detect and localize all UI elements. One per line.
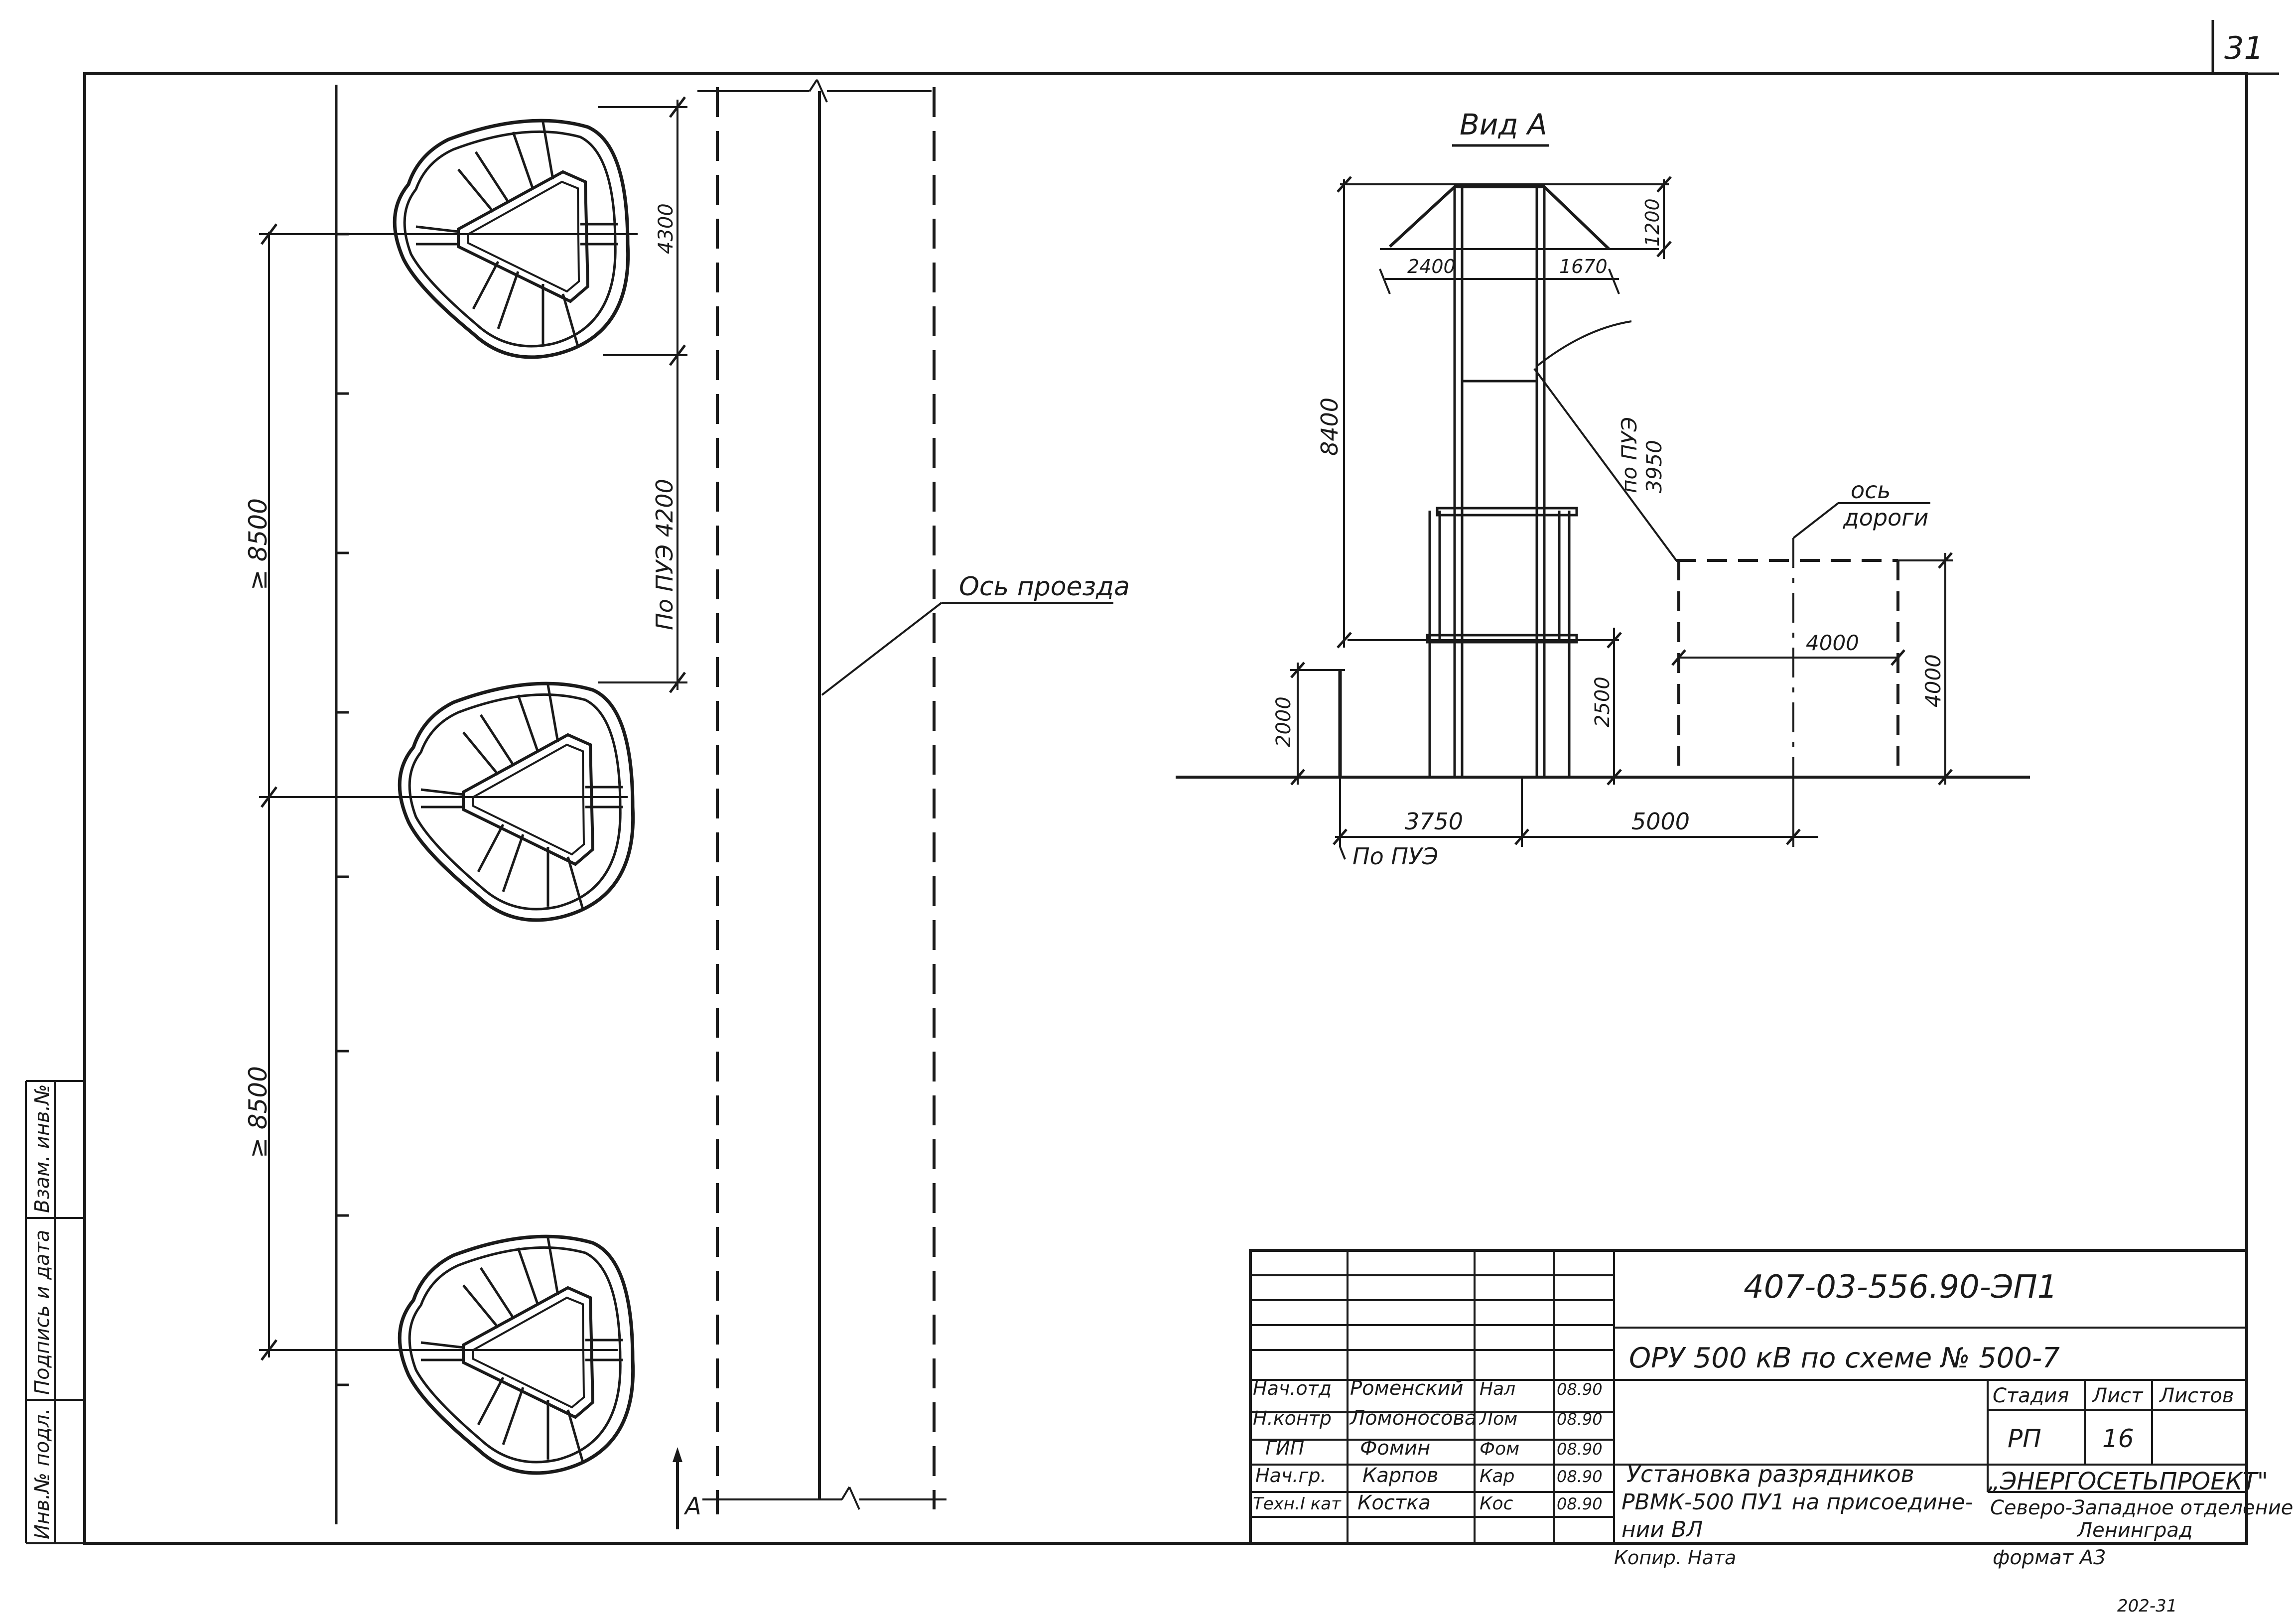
road-axis-label-1: ось [1851, 477, 1891, 504]
format-note: формат А3 [1993, 1546, 2106, 1569]
row-name: Ломоносова [1349, 1407, 1477, 1430]
header-sheets: Листов [2159, 1384, 2234, 1407]
dim-5000: 5000 [1631, 808, 1690, 835]
pue-note: По ПУЭ [1352, 843, 1438, 870]
arrester-unit [393, 119, 630, 359]
row-name: Карпов [1362, 1464, 1439, 1487]
sheet-frame [83, 20, 2279, 1545]
row-signature: Кос [1480, 1493, 1513, 1514]
row-role: ГИП [1265, 1437, 1304, 1459]
section-mark-a: А [683, 1492, 701, 1520]
row-role: Нач.гр. [1255, 1465, 1327, 1486]
dim-3750: 3750 [1405, 808, 1463, 835]
row-date: 08.90 [1557, 1440, 1603, 1459]
org-name: „ЭНЕРГОСЕТЬПРОЕКТ" [1988, 1468, 2268, 1495]
row-date: 08.90 [1557, 1494, 1603, 1513]
page-number: 31 [2224, 30, 2264, 66]
dim-2400: 2400 [1407, 256, 1456, 277]
row-role: Нач.отд [1253, 1377, 1332, 1399]
dim-spacing-top: ≥ 8500 [244, 498, 272, 590]
stamp-podpis-data: Подпись и дата [31, 1230, 54, 1395]
dim-4300: 4300 [655, 203, 677, 254]
row-role: Н.контр [1253, 1407, 1332, 1429]
bottom-corner-text: 202-31 [2117, 1596, 2177, 1616]
row-signature: Нал [1480, 1379, 1515, 1399]
row-date: 08.90 [1557, 1410, 1603, 1429]
view-a-title: Вид А [1460, 108, 1547, 141]
radius-label-2: 3950 [1642, 440, 1666, 493]
dim-2500: 2500 [1591, 676, 1614, 727]
left-stamp [25, 1080, 85, 1544]
dim-4000-vertical: 4000 [1921, 654, 1945, 707]
row-name: Фомин [1360, 1437, 1430, 1460]
dim-1670: 1670 [1559, 256, 1608, 277]
value-stage: РП [2008, 1424, 2041, 1453]
header-stage: Стадия [1993, 1384, 2069, 1407]
stamp-vzam-inv: Взам. инв.№ [31, 1084, 54, 1213]
dim-1200: 1200 [1641, 198, 1663, 247]
org-dept: Северо-Западное отделение [1990, 1496, 2293, 1519]
drawing-title-1: Установка разрядников [1626, 1461, 1914, 1487]
dim-pue-4200: По ПУЭ 4200 [651, 479, 678, 630]
row-name: Костка [1357, 1491, 1431, 1514]
view-a [1176, 144, 2030, 860]
plan-view [259, 79, 1113, 1529]
dim-4000-horizontal: 4000 [1806, 631, 1859, 655]
row-signature: Кар [1480, 1466, 1514, 1486]
dim-2000: 2000 [1272, 696, 1295, 747]
drawing-title-3: нии ВЛ [1621, 1517, 1703, 1542]
dim-spacing-bottom: ≥ 8500 [244, 1066, 272, 1158]
row-signature: Лом [1479, 1409, 1517, 1429]
row-name: Роменский [1350, 1377, 1464, 1400]
row-date: 08.90 [1557, 1467, 1603, 1486]
row-role: Техн.I кат [1253, 1494, 1342, 1514]
signature-rows: Нач.отд Роменский Нал 08.90 Н.контр Ломо… [1253, 1377, 1603, 1514]
row-signature: Фом [1480, 1439, 1519, 1459]
drawing-title-2: РВМК-500 ПУ1 на присоеди­не- [1621, 1489, 1973, 1515]
title-block [1249, 1249, 2248, 1545]
arrester-unit [398, 681, 635, 922]
dim-8400: 8400 [1316, 398, 1343, 456]
arrester-unit [398, 1234, 635, 1475]
copied-note: Копир. Ната [1614, 1547, 1736, 1569]
project-name: ОРУ 500 кВ по схеме № 500-7 [1629, 1342, 2060, 1374]
radius-label-1: по ПУЭ [1617, 417, 1641, 493]
road-axis-label-2: дороги [1843, 504, 1928, 531]
doc-code: 407-03-556.90-ЭП1 [1744, 1269, 2057, 1306]
org-city: Ленинград [2076, 1519, 2193, 1542]
passage-axis-label: Ось проезда [959, 572, 1130, 602]
header-sheet: Лист [2091, 1384, 2144, 1407]
stamp-inv-podl: Инв.№ подл. [31, 1408, 54, 1539]
row-date: 08.90 [1557, 1380, 1603, 1399]
value-sheet: 16 [2102, 1424, 2134, 1453]
